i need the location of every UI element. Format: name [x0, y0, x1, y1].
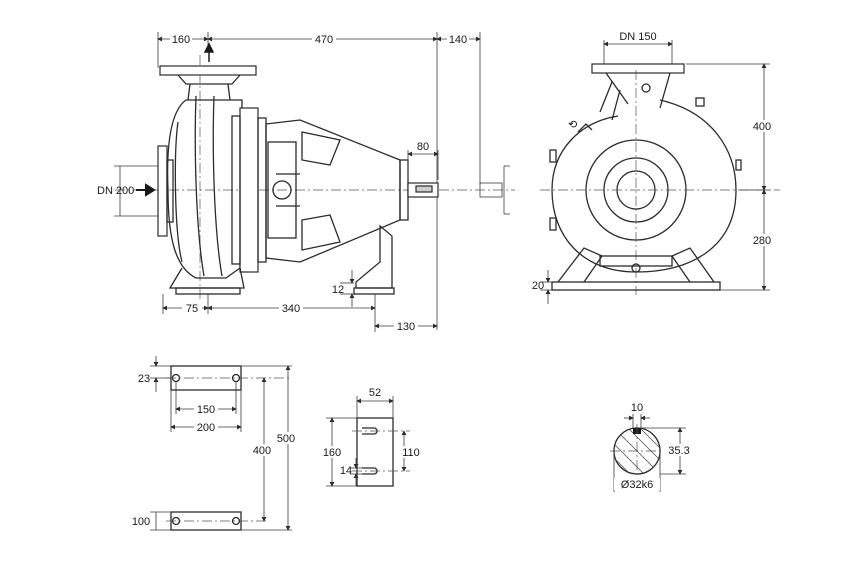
dim-suction-offset: 160	[172, 34, 190, 46]
volute-casing	[166, 99, 243, 279]
shaft-section-view: 10 35.3 Ø32k6	[610, 402, 692, 492]
volute-outline	[551, 99, 737, 273]
dim-hole-spacing: 150	[197, 404, 215, 416]
top-dimension-chain	[157, 32, 481, 330]
discharge-size-label: DN 150	[619, 31, 656, 43]
dim-key-height: 35.3	[668, 445, 689, 457]
casing-cover	[239, 107, 259, 273]
suction-size-label: DN 200	[97, 185, 134, 197]
dim-slot-spacing: 110	[402, 447, 420, 459]
svg-text:⟲: ⟲	[568, 119, 577, 131]
dim-rear: 130	[397, 321, 415, 333]
dim-bracket-height: 160	[323, 447, 341, 459]
front-view: DN 150 ⟲ 400 280	[532, 30, 780, 304]
dim-slot-width: 14	[340, 465, 352, 477]
foot-plan-view: 23 150 200 400 500 100	[132, 356, 302, 531]
dim-shaft-diameter: Ø32k6	[621, 479, 653, 491]
suction-flange	[157, 145, 168, 237]
discharge-arrow-icon	[203, 42, 215, 62]
dim-shaft-length: 80	[417, 141, 429, 153]
dim-foot-depth: 100	[132, 516, 150, 528]
dim-inner-span: 400	[253, 445, 271, 457]
front-discharge-flange	[591, 63, 685, 74]
suction-arrow-icon	[136, 183, 156, 197]
dim-upper: 400	[753, 121, 771, 133]
dim-foot-height: 12	[332, 284, 344, 296]
dim-hole-offset: 23	[138, 373, 150, 385]
dim-foot-width: 200	[197, 422, 215, 434]
dim-lower: 280	[753, 235, 771, 247]
front-feet	[557, 247, 715, 283]
dim-key-width: 10	[631, 402, 643, 414]
dim-shaft-extension: 140	[449, 34, 467, 46]
coupling-outline	[479, 182, 503, 198]
bracket-foot	[355, 224, 393, 289]
bracket-view: 52 160 110 14	[320, 387, 424, 487]
dim-foot-offset: 75	[186, 303, 198, 315]
dim-base: 20	[532, 280, 544, 292]
dim-outer-span: 500	[277, 433, 295, 445]
discharge-flange	[159, 65, 257, 76]
side-view: 160 470 140 DN 200	[97, 32, 515, 333]
dim-foot-spacing: 340	[282, 303, 300, 315]
bracket-plate	[356, 417, 394, 487]
dim-length: 470	[315, 34, 333, 46]
dim-bracket-width: 52	[369, 387, 381, 399]
